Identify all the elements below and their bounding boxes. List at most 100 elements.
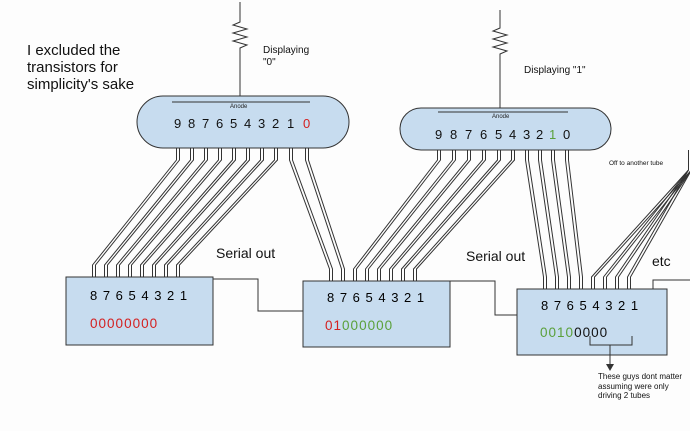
serial-out-label-2: Serial out bbox=[466, 248, 526, 264]
register-bit: 0 bbox=[350, 318, 360, 333]
wire-tube2-reg2 bbox=[353, 150, 438, 281]
tube-digit-6: 6 bbox=[480, 127, 488, 142]
tube-digit-8: 8 bbox=[188, 116, 196, 131]
tube-digit-5: 5 bbox=[230, 116, 238, 131]
register-bit: 0 bbox=[574, 325, 583, 340]
register-bit: 0 bbox=[342, 318, 351, 333]
serial-link-3 bbox=[652, 279, 690, 289]
wire-tube2-reg3 bbox=[568, 150, 583, 289]
wire-tube1-reg2 bbox=[289, 148, 330, 281]
wire-offscreen-reg3 bbox=[630, 171, 690, 289]
register-bit: 1 bbox=[333, 318, 343, 333]
serial-link-1 bbox=[213, 278, 303, 312]
wire-tube2-reg2 bbox=[380, 150, 471, 281]
tube-digit-1: 1 bbox=[287, 116, 295, 131]
wire-tube2-reg2 bbox=[401, 150, 498, 281]
wire-tube1-reg1 bbox=[167, 148, 264, 277]
tube-digit-8: 8 bbox=[450, 127, 458, 142]
wire-tube1-reg1 bbox=[95, 148, 180, 277]
register-bit: 0 bbox=[149, 316, 159, 331]
wire-tube2-reg2 bbox=[404, 150, 501, 281]
wire-tube1-reg2 bbox=[305, 148, 342, 281]
nixie-tube-left bbox=[136, 95, 350, 149]
wire-tube1-reg1 bbox=[140, 148, 233, 277]
tube-digit-1: 1 bbox=[549, 127, 557, 142]
register-bit: 0 bbox=[141, 316, 150, 331]
register-bit: 0 bbox=[599, 325, 609, 340]
note-unused-bits: These guys dont matter assuming were onl… bbox=[598, 372, 683, 400]
wire-tube2-reg3 bbox=[551, 150, 568, 289]
wire-tube1-reg1 bbox=[176, 148, 275, 277]
wire-tube1-reg1 bbox=[131, 148, 222, 277]
tube-digit-6: 6 bbox=[216, 116, 224, 131]
wire-tube2-reg2 bbox=[389, 150, 483, 281]
wire-offscreen-reg3 bbox=[627, 150, 689, 289]
wire-tube2-reg2 bbox=[377, 150, 468, 281]
register-bit: 0 bbox=[124, 316, 133, 331]
register-bit: 0 bbox=[90, 316, 99, 331]
tube-digit-2: 2 bbox=[536, 127, 544, 142]
register-bit: 0 bbox=[132, 316, 142, 331]
note-displaying-one: Displaying "1" bbox=[524, 65, 586, 76]
register-2-pins: 8 7 6 5 4 3 2 1 bbox=[327, 290, 426, 305]
anode-label-left: Anode bbox=[230, 104, 248, 110]
wire-tube1-reg2 bbox=[308, 148, 345, 281]
wire-tube1-reg1 bbox=[164, 148, 261, 277]
anode-label-right: Anode bbox=[492, 114, 510, 120]
wire-tube1-reg1 bbox=[152, 148, 247, 277]
register-3-pins: 8 7 6 5 4 3 2 1 bbox=[541, 298, 640, 313]
wire-tube1-reg1 bbox=[92, 148, 177, 277]
register-bit: 0 bbox=[359, 318, 368, 333]
register-bit: 0 bbox=[325, 318, 334, 333]
wire-tube2-reg2 bbox=[365, 150, 453, 281]
note-etc: etc bbox=[652, 253, 671, 269]
wire-tube2-reg2 bbox=[413, 150, 512, 281]
tube-digit-2: 2 bbox=[272, 116, 280, 131]
tube-digit-0: 0 bbox=[563, 127, 571, 142]
tube-digit-7: 7 bbox=[202, 116, 210, 131]
resistor-right bbox=[491, 10, 509, 108]
wire-tube1-reg1 bbox=[119, 148, 208, 277]
wire-tube2-reg3 bbox=[528, 150, 547, 289]
wire-tube1-reg2 bbox=[292, 148, 333, 281]
wire-tube2-reg3 bbox=[541, 150, 559, 289]
tube-digit-3: 3 bbox=[523, 127, 531, 142]
tube-digit-0: 0 bbox=[303, 116, 311, 131]
wire-tube1-reg1 bbox=[116, 148, 205, 277]
wire-tube1-reg1 bbox=[104, 148, 191, 277]
unused-bits-bracket bbox=[589, 336, 633, 346]
wire-tube1-reg1 bbox=[155, 148, 250, 277]
wire-tube2-reg2 bbox=[356, 150, 441, 281]
arrow-head bbox=[606, 364, 614, 371]
register-bit: 0 bbox=[548, 325, 558, 340]
register-bit: 0 bbox=[565, 325, 575, 340]
register-bit: 0 bbox=[540, 325, 549, 340]
wire-tube2-reg3 bbox=[554, 150, 571, 289]
serial-out-label-1: Serial out bbox=[216, 245, 276, 261]
tube-digit-4: 4 bbox=[244, 116, 252, 131]
register-bit: 0 bbox=[115, 316, 125, 331]
wire-tube1-reg1 bbox=[179, 148, 278, 277]
wire-tube1-reg1 bbox=[128, 148, 219, 277]
tube-digit-9: 9 bbox=[174, 116, 182, 131]
wire-tube2-reg3 bbox=[525, 150, 544, 289]
note-off-to-tube: Off to another tube bbox=[609, 160, 664, 167]
wire-tube2-reg2 bbox=[368, 150, 456, 281]
register-bit: 0 bbox=[98, 316, 108, 331]
serial-link-2 bbox=[450, 280, 517, 316]
register-1-bits: 00000000 bbox=[90, 316, 158, 331]
shift-register-2 bbox=[302, 280, 451, 348]
wire-offscreen-reg3 bbox=[606, 171, 690, 289]
tube-digit-9: 9 bbox=[435, 127, 443, 142]
wire-tube1-reg1 bbox=[107, 148, 194, 277]
register-1-pins: 8 7 6 5 4 3 2 1 bbox=[90, 288, 189, 303]
nixie-tube-right bbox=[399, 107, 612, 151]
note-excluded-transistors: I excluded the transistors for simplicit… bbox=[27, 42, 135, 93]
wire-tube1-reg1 bbox=[143, 148, 236, 277]
register-bit: 0 bbox=[107, 316, 116, 331]
register-bit: 0 bbox=[582, 325, 592, 340]
wire-tube2-reg2 bbox=[416, 150, 515, 281]
register-bit: 0 bbox=[384, 318, 394, 333]
